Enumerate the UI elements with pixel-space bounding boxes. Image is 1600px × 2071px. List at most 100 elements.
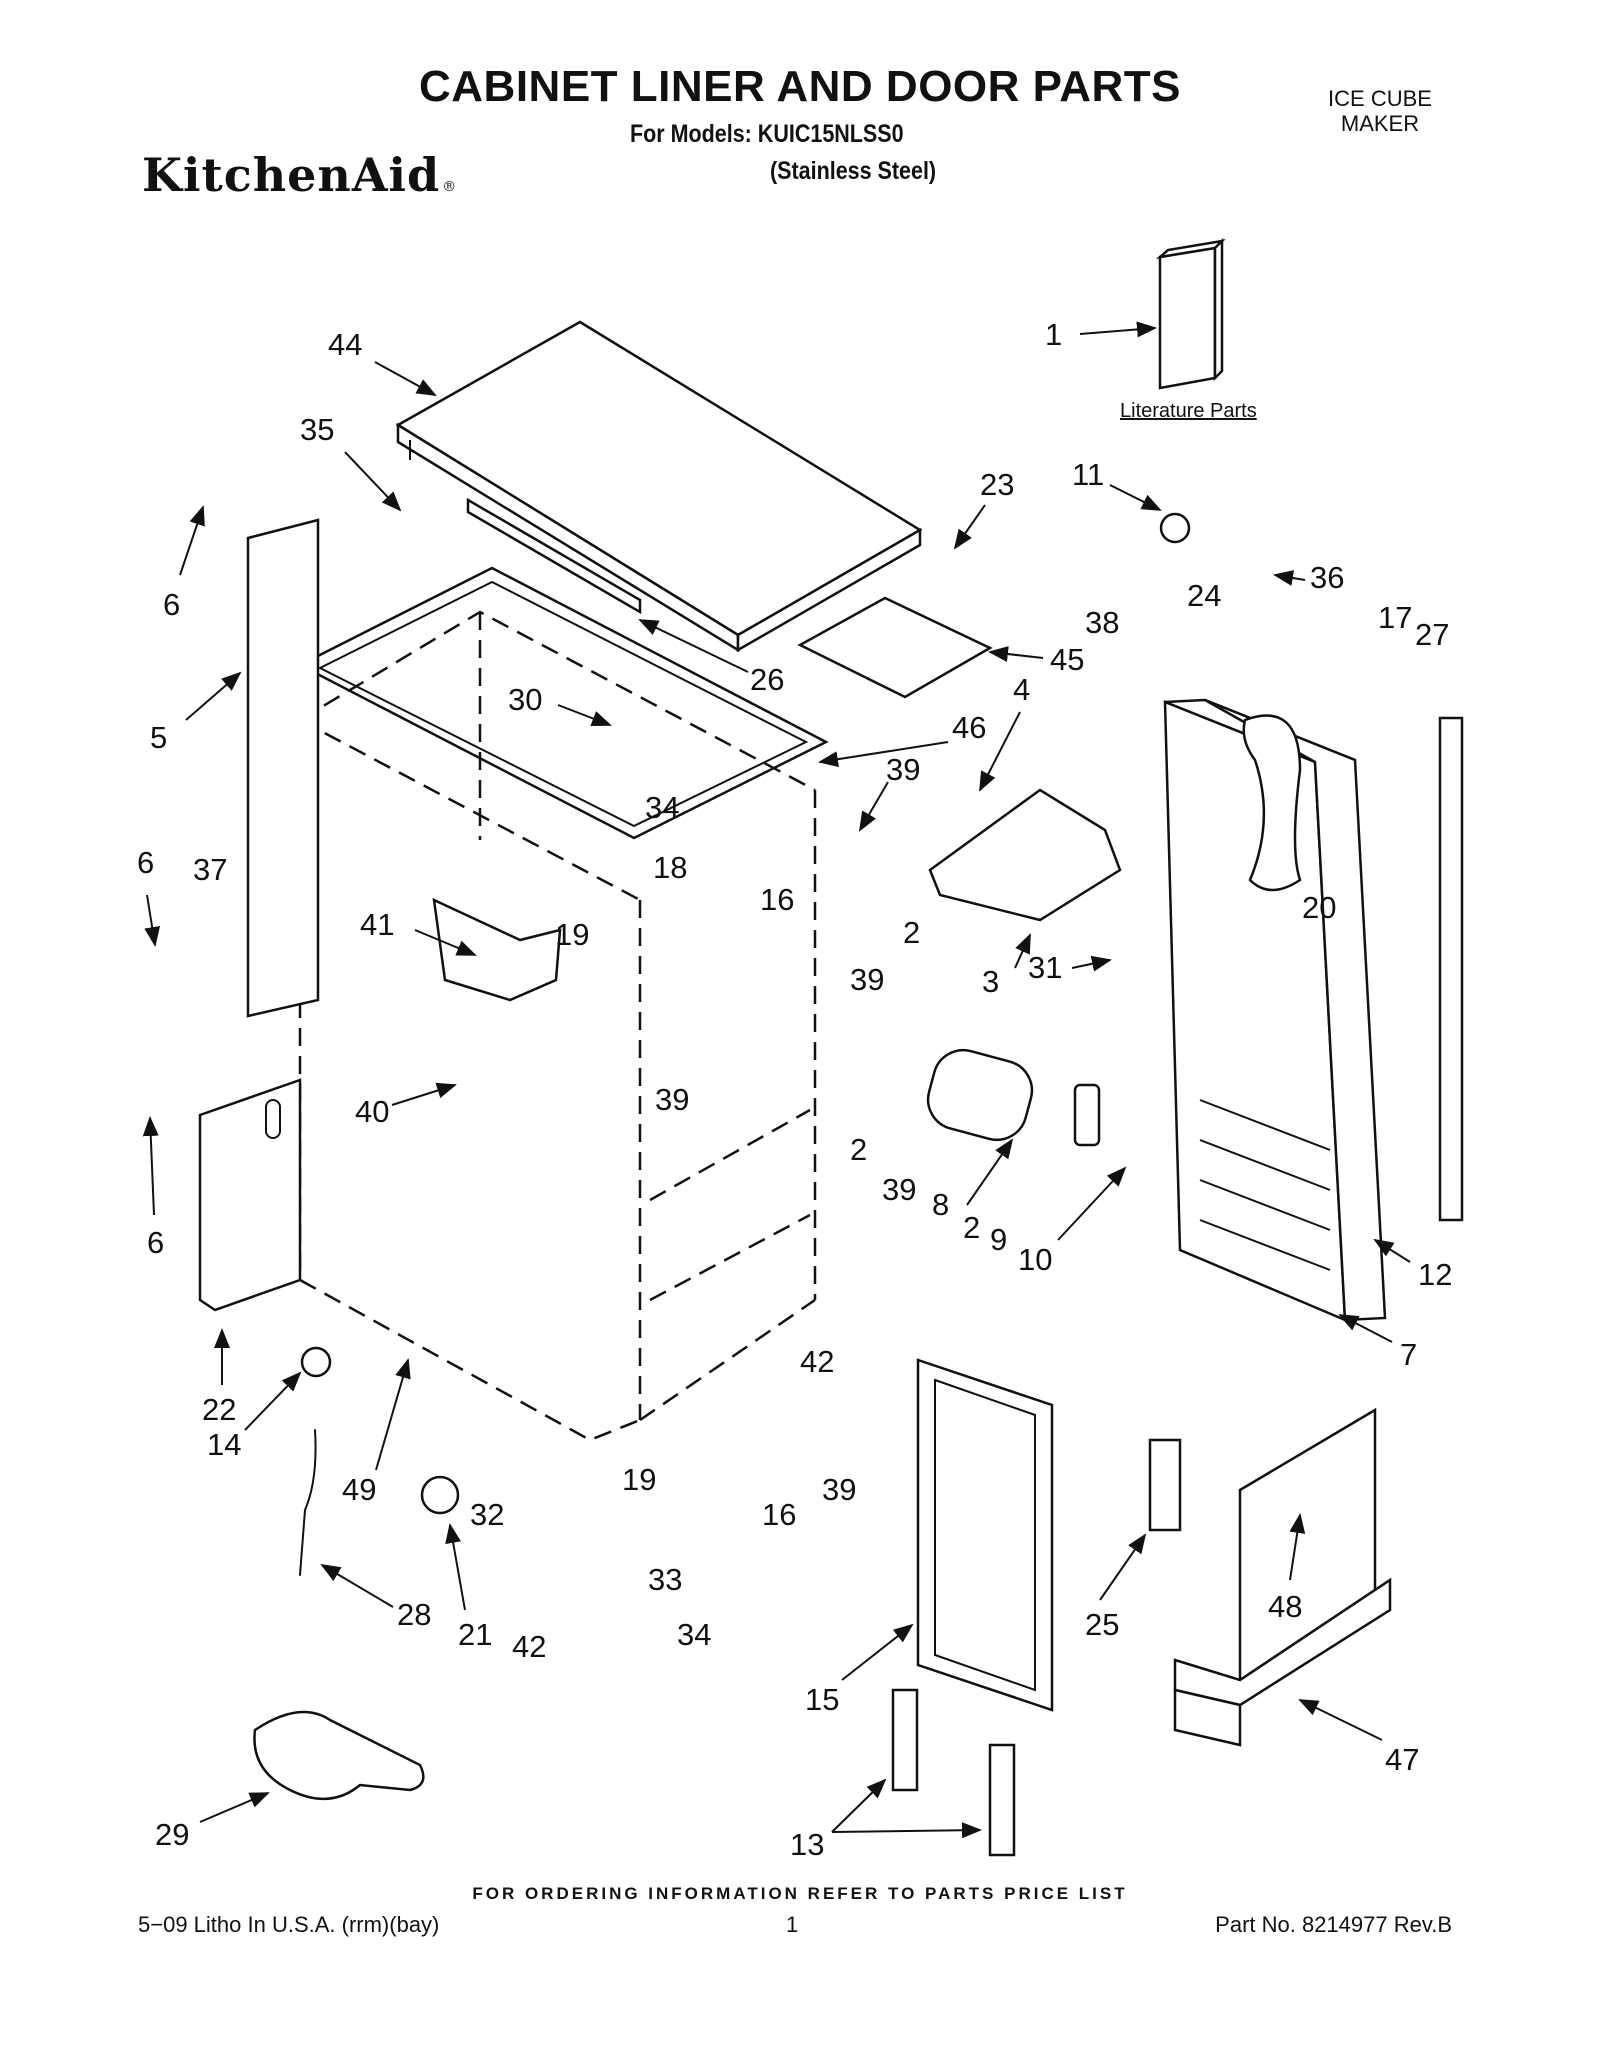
callout-23: 23 [980,467,1014,502]
callout-22: 22 [202,1392,236,1427]
callout-25: 25 [1085,1607,1119,1642]
callout-labels: 1 44 35 11 23 6 36 24 38 17 27 45 26 4 3… [137,317,1452,1862]
callout-16a: 16 [760,882,794,917]
callout-32: 32 [470,1497,504,1532]
callout-14: 14 [207,1427,241,1462]
callout-1: 1 [1045,317,1062,352]
part-21-cap [420,1475,460,1515]
callout-3: 3 [982,964,999,999]
part-13-trim-b [988,1743,1016,1857]
part-number: Part No. 8214977 Rev.B [1215,1912,1452,1937]
callout-21: 21 [458,1617,492,1652]
callout-13: 13 [790,1827,824,1862]
callout-4: 4 [1013,672,1030,707]
part-9-switch [1073,1083,1101,1147]
part-22-back-panel [198,1078,302,1312]
callout-9: 9 [990,1222,1007,1257]
part-13-trim-a [891,1688,919,1792]
part-22-slot [265,1099,281,1139]
callout-36: 36 [1310,560,1344,595]
page-title: CABINET LINER AND DOOR PARTS [419,62,1181,111]
callout-39b: 39 [850,962,884,997]
callout-27: 27 [1415,617,1449,652]
part-28-drain-hose [299,1429,317,1576]
page-number: 1 [786,1912,799,1937]
callout-5: 5 [150,720,167,755]
callout-29: 29 [155,1817,189,1852]
callout-30: 30 [508,682,542,717]
part-25-clip [1148,1438,1182,1532]
callout-2a: 2 [903,915,920,950]
callout-34a: 34 [645,790,679,825]
callout-19a: 19 [555,917,589,952]
callout-39d: 39 [882,1172,916,1207]
callout-12: 12 [1418,1257,1452,1292]
callout-6b: 6 [137,845,154,880]
part-8-bumper [926,1048,1034,1142]
callout-7: 7 [1400,1337,1417,1372]
callout-42b: 42 [512,1629,546,1664]
callout-20: 20 [1302,890,1336,925]
callout-34b: 34 [677,1617,711,1652]
callout-33: 33 [648,1562,682,1597]
callout-26: 26 [750,662,784,697]
brand-logo: KitchenAid® [142,148,457,202]
part-1-literature [1155,237,1226,390]
callout-31: 31 [1028,950,1062,985]
callout-15: 15 [805,1682,839,1717]
callout-38: 38 [1085,605,1119,640]
callout-49: 49 [342,1472,376,1507]
callout-11: 11 [1072,457,1104,492]
part-14-clamp [300,1346,332,1378]
part-46-strip [297,566,829,840]
part-3-drip-tray [928,788,1122,922]
callout-8: 8 [932,1187,949,1222]
part-40-bracket [432,897,562,1002]
callout-39e: 39 [822,1472,856,1507]
model-variant: (Stainless Steel) [770,157,937,185]
literature-parts-label: Literature Parts [1120,400,1257,422]
registered-mark: ® [442,179,458,195]
part-15-door-frame [916,1358,1054,1712]
part-27-gasket [1438,716,1464,1222]
callout-41: 41 [360,907,394,942]
callout-2c: 2 [963,1210,980,1245]
callout-46: 46 [952,710,986,745]
callout-39c: 39 [655,1082,689,1117]
callout-17: 17 [1378,600,1412,635]
callout-16b: 16 [762,1497,796,1532]
callout-10: 10 [1018,1242,1052,1277]
callout-2b: 2 [850,1132,867,1167]
part-20-hinge [1242,714,1302,892]
part-29-ice-scoop [253,1710,425,1801]
callout-45: 45 [1050,642,1084,677]
callout-47: 47 [1385,1742,1419,1777]
part-47-grille [1173,1407,1392,1747]
part-11-plug [1159,512,1191,544]
document-type-line-2: MAKER [1340,111,1420,136]
callout-48: 48 [1268,1589,1302,1624]
callout-39a: 39 [886,752,920,787]
callout-35: 35 [300,412,334,447]
leader-lines [142,321,1411,1839]
callout-19b: 19 [622,1462,656,1497]
callout-40: 40 [355,1094,389,1129]
callout-42a: 42 [800,1344,834,1379]
litho-info: 5−09 Litho In U.S.A. (rrm)(bay) [138,1912,440,1937]
part-44-top-cover [395,320,923,653]
callout-18: 18 [653,850,687,885]
document-type-line-1: ICE CUBE [1328,86,1432,111]
model-line: For Models: KUIC15NLSS0 [630,120,904,148]
part-45-pad [797,596,993,699]
part-5-side-panel [246,518,320,1018]
ordering-note: FOR ORDERING INFORMATION REFER TO PARTS … [472,1884,1128,1903]
document-type: ICE CUBE MAKER [1320,86,1440,136]
callout-44: 44 [328,327,362,362]
brand-logo-text: KitchenAid [142,148,441,202]
callout-6c: 6 [147,1225,164,1260]
callout-28: 28 [397,1597,431,1632]
cabinet-liner-outline [298,610,817,1442]
callout-37: 37 [193,852,227,887]
callout-6a: 6 [163,587,180,622]
